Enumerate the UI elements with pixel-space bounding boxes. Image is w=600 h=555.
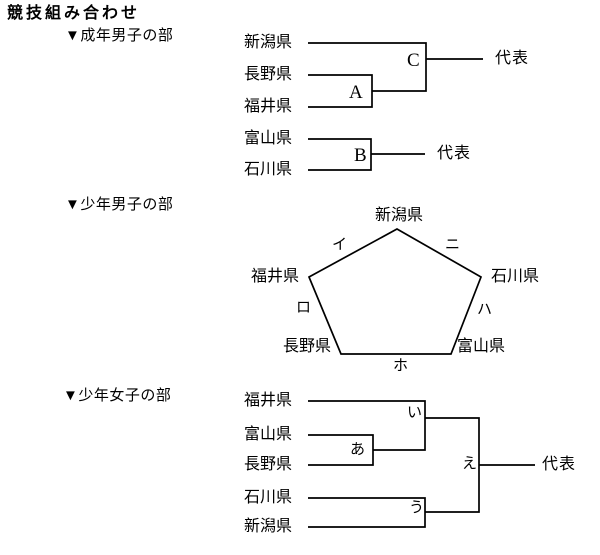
team-label-ishikawa: 石川県 <box>244 161 293 178</box>
edge-label-ro: ロ <box>296 300 312 316</box>
pentagon-team-ishikawa: 石川県 <box>491 268 540 285</box>
pentagon-shape <box>307 228 483 355</box>
team-label-fukui-girls: 福井県 <box>244 392 293 409</box>
bracket-line-i <box>308 400 426 451</box>
match-label-a-hiragana: あ <box>350 442 366 458</box>
round-robin-pentagon <box>307 228 483 355</box>
pentagon-team-fukui: 福井県 <box>251 268 300 285</box>
edge-label-ha: ハ <box>477 302 493 318</box>
section-heading-junior-boys: ▼少年男子の部 <box>65 197 174 213</box>
edge-label-ni: ニ <box>445 237 461 253</box>
team-label-nagano: 長野県 <box>244 66 293 83</box>
bracket-junior-girls <box>308 400 535 528</box>
pentagon-team-toyama: 富山県 <box>457 338 506 355</box>
team-label-nagano-girls: 長野県 <box>244 456 293 473</box>
representative-label-adult-lower: 代表 <box>437 145 472 162</box>
team-label-niigata-girls: 新潟県 <box>244 518 293 535</box>
section-heading-adult-men: ▼成年男子の部 <box>65 28 174 44</box>
team-label-niigata: 新潟県 <box>244 34 293 51</box>
team-label-fukui: 福井県 <box>244 98 293 115</box>
match-label-e-hiragana: え <box>462 456 478 472</box>
match-label-i-hiragana: い <box>407 405 423 421</box>
bracket-line-u <box>308 497 426 528</box>
representative-label-girls: 代表 <box>542 456 577 473</box>
section-heading-junior-girls: ▼少年女子の部 <box>63 388 172 404</box>
match-label-b: B <box>354 145 367 166</box>
page-title: 競技組み合わせ <box>7 5 141 22</box>
pentagon-team-nagano: 長野県 <box>283 338 332 355</box>
bracket-adult-men-lower <box>308 138 425 171</box>
match-label-a: A <box>349 82 363 103</box>
edge-label-i-katakana: イ <box>332 237 348 253</box>
bracket-line-a-hiragana <box>308 434 374 466</box>
team-label-ishikawa-girls: 石川県 <box>244 489 293 506</box>
pentagon-team-niigata: 新潟県 <box>375 207 424 224</box>
representative-label-adult-upper: 代表 <box>495 50 530 67</box>
team-label-toyama-girls: 富山県 <box>244 426 293 443</box>
bracket-line-a <box>308 74 373 108</box>
match-label-c: C <box>407 50 420 71</box>
match-label-u-hiragana: う <box>409 500 425 516</box>
bracket-adult-men-upper <box>308 42 483 108</box>
team-label-toyama: 富山県 <box>244 130 293 147</box>
edge-label-ho: ホ <box>393 358 409 374</box>
bracket-line-c <box>308 42 427 92</box>
